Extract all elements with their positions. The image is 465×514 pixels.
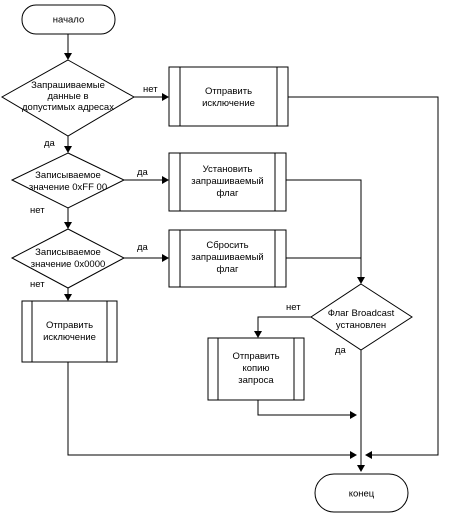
end-label: конец [349, 489, 375, 500]
process-send-exception-2: Отправить исключение [21, 300, 118, 363]
decision-address-range: Запрашиваемые данные в допустимых адреса… [0, 59, 136, 137]
arrowhead [64, 222, 72, 229]
branch-label-0000-no: нет [30, 279, 45, 290]
branch-label-broadcast-no: нет [286, 302, 301, 313]
decision-text-line: установлен [336, 320, 386, 331]
branch-label-ff00-yes: да [137, 167, 149, 178]
decision-text-line: Запрашиваемые [31, 80, 105, 91]
process-text-line: запрашиваемый [191, 252, 263, 263]
connector-setflag-out [286, 179, 362, 279]
decision-broadcast-flag: Флаг Broadcast установлен [310, 283, 413, 351]
arrowheads [64, 53, 372, 472]
decision-value-0000: Записываемое значение 0x0000 [10, 228, 126, 289]
branch-label-address-yes: да [44, 138, 56, 149]
process-text-line: флаг [217, 188, 239, 199]
decision-text-line: данные в [47, 91, 88, 102]
arrowhead [365, 451, 372, 459]
connectors [67, 34, 439, 468]
arrowhead [64, 294, 72, 301]
arrowhead [357, 465, 365, 472]
decision-text-line: Флаг Broadcast [328, 308, 395, 319]
arrowhead [357, 277, 365, 284]
process-text-line: Установить [203, 164, 253, 175]
process-text-line: запроса [238, 375, 274, 386]
connector-broadcast-no [257, 316, 311, 336]
end-terminal: конец [314, 473, 409, 513]
arrowhead [64, 146, 72, 153]
decision-text-line: Записываемое [35, 247, 101, 258]
start-terminal: начало [21, 4, 116, 35]
process-text-line: Отправить [232, 351, 279, 362]
arrowhead [350, 451, 357, 459]
process-send-request-copy: Отправить копию запроса [207, 337, 305, 401]
decision-text-line: значение 0x0000 [31, 259, 106, 270]
branch-label-address-no: нет [143, 84, 158, 95]
branch-label-0000-yes: да [137, 242, 149, 253]
connector-sendcopy-out [257, 400, 354, 416]
process-text-line: исключение [43, 332, 96, 343]
arrowhead [64, 53, 72, 60]
decision-text-line: допустимых адресах [22, 102, 114, 113]
arrowhead [162, 176, 169, 184]
process-text-line: запрашиваемый [191, 176, 263, 187]
arrowhead [350, 411, 357, 419]
branch-label-broadcast-yes: да [335, 345, 347, 356]
start-label: начало [53, 15, 85, 26]
process-send-exception-1: Отправить исключение [168, 66, 289, 127]
process-text-line: Отправить [205, 86, 252, 97]
process-text-line: копию [242, 363, 269, 374]
branch-labels: нет да да нет да нет нет да [30, 84, 347, 356]
connector-exception2-out [67, 362, 354, 456]
arrowhead [162, 254, 169, 262]
decision-value-ff00: Записываемое значение 0xFF 00 [10, 152, 126, 209]
process-text-line: Сбросить [206, 240, 248, 251]
connector-exception1-out [288, 96, 439, 456]
process-text-line: Отправить [46, 320, 93, 331]
decision-text-line: значение 0xFF 00 [29, 182, 107, 193]
arrowhead [254, 331, 262, 338]
process-set-flag: Установить запрашиваемый флаг [168, 152, 287, 212]
branch-label-ff00-no: нет [30, 205, 45, 216]
process-text-line: флаг [217, 264, 239, 275]
decision-text-line: Записываемое [35, 170, 101, 181]
process-reset-flag: Сбросить запрашиваемый флаг [168, 229, 287, 288]
arrowhead [162, 93, 169, 101]
process-text-line: исключение [202, 98, 255, 109]
